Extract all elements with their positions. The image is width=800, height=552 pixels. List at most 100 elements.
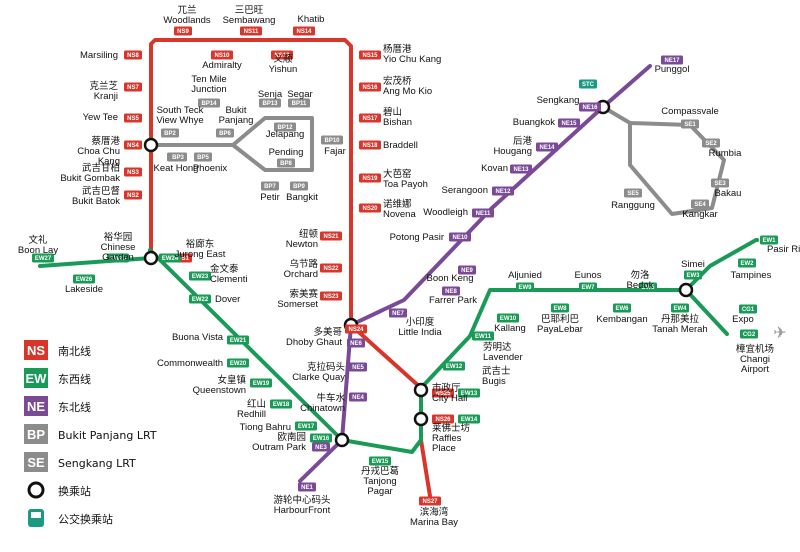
station-code-badge	[702, 138, 720, 148]
station-code-badge	[449, 232, 471, 242]
legend-swatch	[24, 340, 48, 360]
station-name-en: Dover	[215, 294, 240, 305]
legend-swatch	[24, 452, 48, 472]
station-code: EW10	[500, 316, 517, 322]
station-name-en: Woodleigh	[423, 207, 468, 218]
station-code: NE10	[452, 235, 468, 241]
station-code: NS1	[177, 256, 189, 262]
station-code-badge	[298, 482, 316, 492]
station-code: SE4	[694, 202, 706, 208]
station-name-en: Farrer Park	[429, 295, 477, 306]
interchange-icon	[413, 382, 429, 398]
interchange-markers	[143, 99, 694, 448]
station-name-cn: 红山	[247, 398, 266, 410]
station-code-badge	[211, 50, 233, 60]
station-code-badge	[124, 190, 142, 200]
station-code: EW19	[253, 381, 270, 387]
station-code-badge	[349, 392, 367, 402]
station-name-cn: 市政厅	[432, 382, 461, 394]
station-name-cn: 蔡厝港	[91, 135, 120, 147]
legend-label: Bukit Panjang LRT	[58, 429, 157, 442]
station-code-badge	[293, 26, 315, 36]
station-code: EW5	[641, 285, 655, 291]
station-name-cn: 游轮中心码头	[273, 494, 330, 506]
station-name-cn: 丹戎巴葛	[361, 465, 399, 477]
station-code-badge	[259, 98, 281, 108]
station-code-badge	[359, 140, 381, 150]
station-code-badge	[227, 335, 249, 345]
station-name-en: Lakeside	[65, 284, 103, 295]
station-code-badge	[161, 128, 179, 138]
station-code-badge	[684, 270, 702, 280]
station-code-badge	[740, 329, 758, 339]
station-code: EW27	[35, 256, 52, 262]
station-code-badge	[671, 303, 689, 313]
station-code-badge	[432, 388, 454, 398]
station-name-en: Little India	[398, 327, 442, 338]
station-name-en: Lavender	[483, 352, 523, 363]
station-name-cn: 金文泰	[210, 263, 239, 275]
station-code: NS23	[323, 294, 339, 300]
station-name-en: Fajar	[324, 146, 346, 157]
station-code-badge	[270, 399, 292, 409]
station-code: EW6	[615, 306, 629, 312]
station-code: EW20	[230, 361, 247, 367]
station-name-cn: 义顺	[273, 54, 293, 65]
station-name-en: City Hall	[432, 393, 467, 404]
station-code-badge	[432, 414, 454, 424]
station-code: NE4	[352, 395, 364, 401]
station-code: NS9	[177, 29, 189, 35]
station-code-badge	[345, 324, 367, 334]
station-name-cn: 巴耶利巴	[541, 313, 579, 325]
station-code-badge	[613, 303, 631, 313]
station-name-en: Sembawang	[223, 15, 276, 26]
legend-label: 东西线	[58, 372, 91, 386]
legend-swatch-code: NS	[27, 343, 45, 358]
station-code-badge	[189, 294, 211, 304]
station-code: EW25	[110, 256, 127, 262]
station-name-en: Bakau	[715, 188, 742, 199]
station-code: BP13	[262, 101, 278, 107]
station-code-badge	[73, 274, 95, 284]
station-name-cn: 裕廊东	[186, 238, 215, 250]
station-code: SE2	[705, 141, 717, 147]
station-name-cn: 乌节路	[289, 258, 318, 270]
station-code: BP5	[197, 155, 209, 161]
station-code: BP7	[264, 184, 276, 190]
station-code: BP2	[164, 131, 176, 137]
station-name-en: Chinese	[101, 242, 136, 253]
station-code: NS25	[435, 391, 451, 397]
station-code: NS5	[127, 116, 139, 122]
station-code: NS20	[362, 206, 378, 212]
station-code: BP10	[324, 138, 340, 144]
station-code: EW23	[192, 274, 209, 280]
station-name-en: PayaLebar	[537, 324, 583, 335]
station-name-cn: 三巴旺	[235, 5, 264, 16]
station-name-en: Keat Hong	[154, 163, 199, 174]
bp-lrt-loop	[231, 116, 314, 172]
station-name-en: Pending	[269, 147, 304, 158]
station-code-badge	[639, 282, 657, 292]
station-code: EW12	[446, 364, 463, 370]
station-name-en: Kranji	[94, 91, 118, 102]
station-name-en: Compassvale	[661, 106, 719, 117]
station-code-badge	[159, 253, 181, 263]
station-code-badge	[711, 178, 729, 188]
station-name-cn: 克兰芝	[89, 80, 118, 92]
station-name-en: Hougang	[493, 146, 532, 157]
station-name-cn: 丹那美拉	[661, 313, 700, 325]
station-name-cn: 劳明达	[483, 341, 512, 353]
airplane-icon: ✈	[773, 325, 786, 342]
station-name-en: Punggol	[655, 64, 690, 75]
station-code: NS24	[348, 327, 364, 333]
station-code-badge	[738, 258, 756, 268]
station-name-cn: 多美哥	[313, 326, 342, 338]
station-code-badge	[347, 338, 365, 348]
station-code: SE5	[627, 191, 639, 197]
station-code: NS3	[127, 170, 139, 176]
station-name-en: Kallang	[494, 323, 526, 334]
station-code: EW4	[673, 306, 687, 312]
station-code-badge	[579, 102, 601, 112]
